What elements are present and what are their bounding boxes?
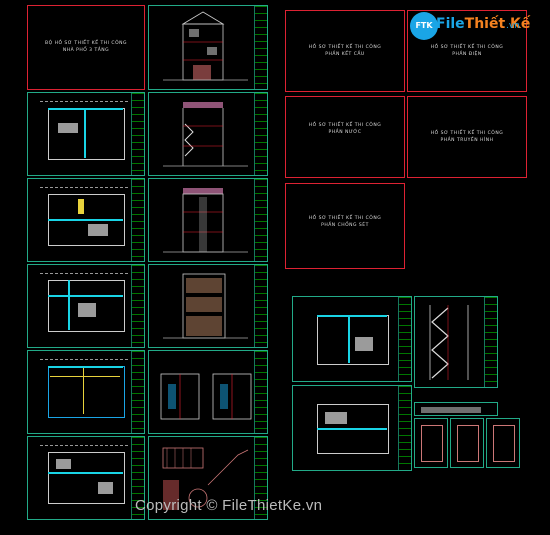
gate-detail-drawing (162, 447, 249, 510)
title-block (398, 386, 411, 470)
stair-section-sheet (414, 296, 498, 388)
detail-sheet-2 (148, 436, 268, 520)
title-block (254, 265, 267, 347)
floor-plan (48, 280, 125, 332)
detail-strip-sheet (414, 402, 498, 416)
cover-sheet-television: HỒ SƠ THIẾT KẾ THI CÔNG PHẦN TRUYỀN HÌNH (407, 96, 527, 178)
cover-sheet-water: HỒ SƠ THIẾT KẾ THI CÔNG PHẦN NƯỚC (285, 96, 405, 178)
floor-plan (48, 452, 125, 504)
elevation-sheet (148, 5, 268, 90)
detail-sheet-right-2 (450, 418, 484, 468)
detail-sheet-right-1 (414, 418, 448, 468)
title-block (398, 297, 411, 381)
logo-domain: .vn (506, 21, 520, 31)
title-block (254, 6, 267, 89)
facade-drawing (163, 273, 248, 339)
cover-line-1: HỒ SƠ THIẾT KẾ THI CÔNG (430, 131, 504, 136)
title-block (131, 265, 144, 347)
floor-plan (48, 108, 125, 160)
filethietke-logo: FTK FileThiết Kế .vn (410, 10, 545, 42)
cover-line-1: HỒ SƠ THIẾT KẾ THI CÔNG (308, 216, 382, 221)
cover-title-line-2: NHÀ PHỐ 3 TẦNG (62, 48, 110, 53)
floor-plan-sheet-1 (27, 92, 145, 176)
elevation-drawing (163, 11, 248, 81)
facade-sheet (148, 264, 268, 348)
title-block (254, 351, 267, 433)
cover-line-1: HỒ SƠ THIẾT KẾ THI CÔNG (308, 123, 382, 128)
cover-line-2: PHẦN ĐIỆN (452, 52, 482, 57)
cover-sheet-structure: HỒ SƠ THIẾT KẾ THI CÔNG PHẦN KẾT CẤU (285, 10, 405, 92)
title-block (254, 93, 267, 175)
detail-sheet-1 (148, 350, 268, 434)
cover-sheet-electrical: HỒ SƠ THIẾT KẾ THI CÔNG PHẦN ĐIỆN (407, 10, 527, 92)
title-block (254, 179, 267, 261)
plan-sheet-right-1 (292, 296, 412, 382)
plan-sheet-right-2 (292, 385, 412, 471)
detail-sheet-right-3 (486, 418, 520, 468)
section-sheet-2 (148, 178, 268, 262)
floor-plan (48, 366, 125, 418)
floor-plan-sheet-5 (27, 436, 145, 520)
cover-title-line-1: BỘ HỒ SƠ THIẾT KẾ THI CÔNG (45, 41, 127, 46)
cover-line-1: HỒ SƠ THIẾT KẾ THI CÔNG (430, 45, 504, 50)
cover-line-1: HỒ SƠ THIẾT KẾ THI CÔNG (308, 45, 382, 50)
title-block (131, 179, 144, 261)
cover-sheet: BỘ HỒ SƠ THIẾT KẾ THI CÔNG NHÀ PHỐ 3 TẦN… (27, 5, 145, 90)
title-block (131, 351, 144, 433)
copyright-watermark: Copyright © FileThietKe.vn (135, 497, 323, 514)
floor-plan-sheet-2 (27, 178, 145, 262)
cover-line-2: PHẦN CHỐNG SÉT (321, 223, 369, 228)
section-drawing (163, 102, 248, 167)
floor-plan-sheet-4 (27, 350, 145, 434)
floor-plan-sheet-3 (27, 264, 145, 348)
cover-line-2: PHẦN NƯỚC (328, 130, 362, 135)
title-block (484, 297, 497, 387)
section-sheet-1 (148, 92, 268, 176)
title-block (254, 437, 267, 519)
section-drawing (163, 188, 248, 253)
title-block (131, 93, 144, 175)
stair-detail-drawing (160, 373, 252, 420)
stair-section-drawing (429, 305, 469, 380)
cover-line-2: PHẦN KẾT CẤU (325, 52, 365, 57)
cover-line-2: PHẦN TRUYỀN HÌNH (440, 138, 494, 143)
title-block (131, 437, 144, 519)
cover-sheet-lightning: HỒ SƠ THIẾT KẾ THI CÔNG PHẦN CHỐNG SÉT (285, 183, 405, 269)
floor-plan (317, 315, 389, 365)
logo-name: FileThiết Kế (436, 16, 531, 32)
logo-badge-icon: FTK (410, 12, 438, 40)
